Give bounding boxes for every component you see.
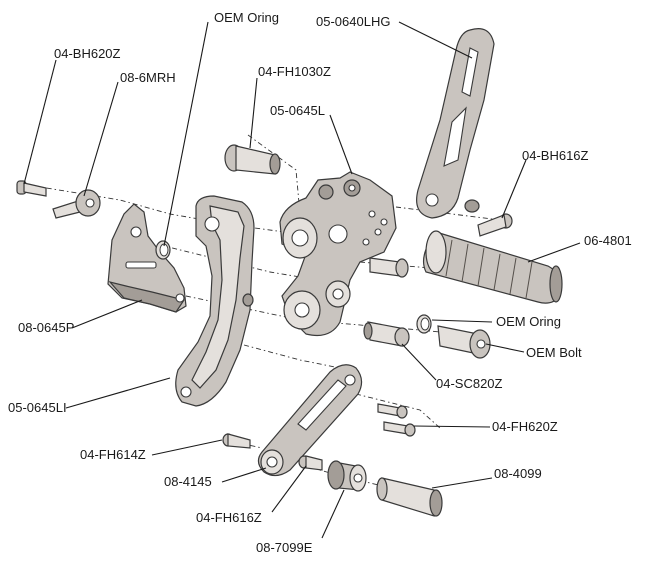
bracket-08-0645p xyxy=(107,203,187,313)
label-04-fh1030z: 04-FH1030Z xyxy=(258,64,331,79)
link-arm-08-4145 xyxy=(257,364,363,477)
label-08-7099e: 08-7099E xyxy=(256,540,313,555)
rod-end-08-6mrh xyxy=(52,189,101,219)
bolt-04-fh616z xyxy=(298,455,323,471)
leader-lines xyxy=(23,21,581,539)
sleeve-08-4099 xyxy=(376,477,443,517)
bolt-04-fh614z xyxy=(222,433,251,449)
spacer-04-sc820z xyxy=(363,321,410,347)
lever-05-0640lhg xyxy=(416,28,495,219)
bushing-08-7099e xyxy=(327,460,367,492)
label-06-4801: 06-4801 xyxy=(584,233,632,248)
label-04-fh614z: 04-FH614Z xyxy=(80,447,146,462)
label-05-0640lhg: 05-0640LHG xyxy=(316,14,390,29)
label-08-6mrh: 08-6MRH xyxy=(120,70,176,85)
label-08-4145: 08-4145 xyxy=(164,474,212,489)
label-08-4099: 08-4099 xyxy=(494,466,542,481)
label-08-0645p: 08-0645P xyxy=(18,320,74,335)
part-labels: OEM Oring 05-0640LHG 04-BH620Z 08-6MRH 0… xyxy=(8,10,632,555)
rearset-plate-05-0645l xyxy=(279,171,397,337)
footpeg-06-4801 xyxy=(423,230,563,304)
oring-oem-top xyxy=(155,240,171,260)
bolt-04-bh620z xyxy=(16,180,47,197)
bolt-04-fh1030z xyxy=(224,144,281,175)
label-04-fh616z: 04-FH616Z xyxy=(196,510,262,525)
label-04-bh616z: 04-BH616Z xyxy=(522,148,589,163)
label-04-bh620z: 04-BH620Z xyxy=(54,46,121,61)
label-oem-bolt: OEM Bolt xyxy=(526,345,582,360)
bolt-04-fh620z xyxy=(377,403,416,437)
label-04-fh620z: 04-FH620Z xyxy=(492,419,558,434)
label-05-0645l: 05-0645L xyxy=(270,103,325,118)
heelguard-05-0645li xyxy=(175,195,255,407)
label-05-0645li: 05-0645LI xyxy=(8,400,67,415)
bolt-oem xyxy=(437,325,491,359)
bolt-04-bh616z xyxy=(477,213,513,237)
label-oem-oring-right: OEM Oring xyxy=(496,314,561,329)
label-04-sc820z: 04-SC820Z xyxy=(436,376,503,391)
label-oem-oring-top: OEM Oring xyxy=(214,10,279,25)
bolt-plate-center xyxy=(369,257,409,278)
oring-oem-right xyxy=(416,314,432,334)
